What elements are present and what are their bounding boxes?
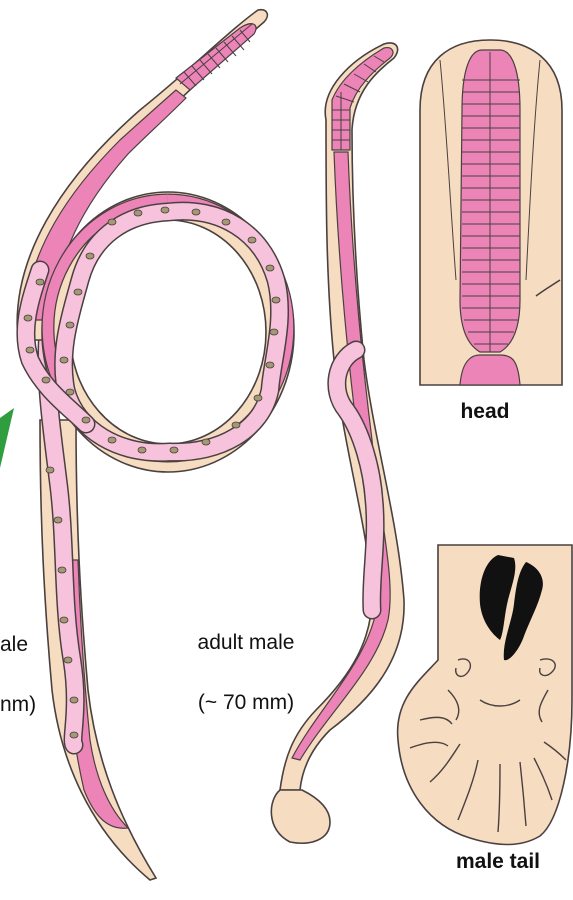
adult-male-label-line2: (~ 70 mm) [198,691,294,714]
adult-male-label: adult male (~ 70 mm) [166,598,326,718]
male-tail-label: male tail [430,850,566,874]
head-label: head [430,400,540,424]
male-tail-detail [398,545,572,845]
adult-male-label-line1: adult male [198,631,295,654]
adult-female-label-line1: ale [0,633,28,656]
adult-female-label: ale nm) [0,600,46,720]
adult-female-label-line2: nm) [0,693,36,716]
green-arrow [0,408,14,468]
adult-female-worm [17,10,294,880]
head-detail [420,40,562,385]
adult-male-worm [271,43,404,843]
